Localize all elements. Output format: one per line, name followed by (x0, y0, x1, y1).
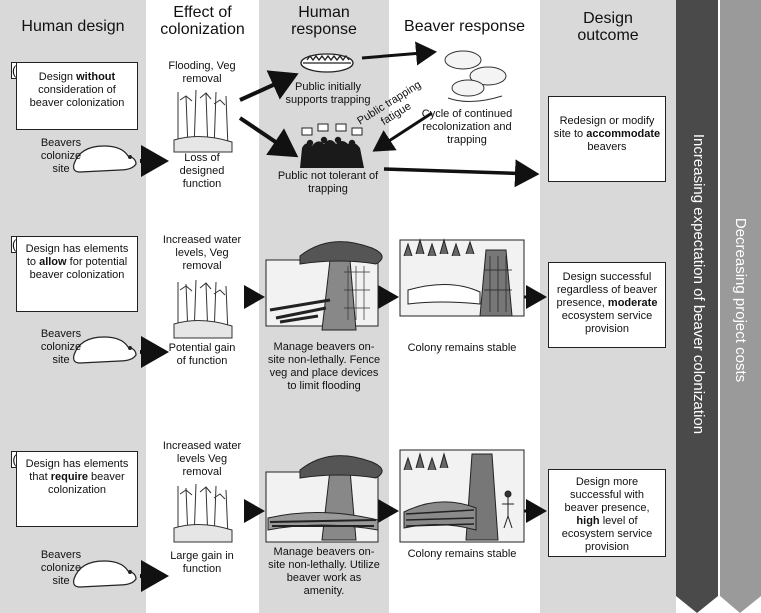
row-b-outcome-bold: moderate (607, 297, 658, 309)
header-effect-line2: colonization (160, 21, 245, 38)
header-design-outcome-line2: outcome (577, 27, 639, 44)
header-effect: Effect of colonization (146, 4, 259, 38)
trap-icon (300, 53, 354, 73)
row-a-outcome-post: beavers (587, 141, 627, 153)
arrow-a-effect-to-supports (239, 70, 299, 102)
scene-c-human (265, 455, 383, 543)
row-a-effect-bottom: Loss of designed function (179, 152, 225, 190)
row-c-outcome-box: Design more successful with beaver prese… (548, 469, 666, 557)
row-a-cycle: Cycle of continued recolonization and tr… (421, 108, 513, 146)
row-a-beavers-colonize: Beavers colonize site (40, 137, 82, 175)
header-human-design: Human design (0, 18, 146, 35)
row-b-beaver-text: Colony remains stable (407, 342, 517, 354)
scene-b-beaver (399, 238, 525, 317)
row-a-design-bold: without (76, 71, 116, 83)
arrow-a-effect-to-not-tolerant (238, 116, 299, 158)
row-a-effect-top: Flooding, Veg removal (168, 60, 236, 85)
row-c-outcome-post: level of ecosystem service provision (561, 515, 653, 553)
scene-b-human (265, 241, 383, 331)
row-b-outcome-box: Design successful regardless of beaver p… (548, 262, 666, 348)
row-b-design-bold: allow (39, 256, 67, 268)
row-c-beavers-colonize: Beavers colonize site (40, 549, 82, 587)
row-c-design-post: beaver colonization (47, 471, 125, 496)
band-expectation-label: Increasing expectation of beaver coloniz… (690, 133, 707, 435)
protesters-icon (300, 123, 364, 168)
row-b-beavers-colonize: Beavers colonize site (40, 328, 82, 366)
row-c-effect-top: Increased water levels Veg removal (162, 440, 242, 478)
beaver-icon-c (73, 560, 137, 588)
header-human-response: Human response (259, 4, 389, 38)
header-human-response-line2: response (291, 21, 357, 38)
header-effect-line1: Effect of (173, 4, 232, 21)
header-beaver-response: Beaver response (389, 18, 540, 35)
beavers-group-icon (444, 50, 507, 102)
effect-sketch-a (173, 89, 233, 153)
row-b-outcome-post: ecosystem service provision (561, 310, 653, 335)
effect-sketch-c (173, 483, 233, 543)
row-c-outcome-bold: high (576, 515, 600, 527)
row-a-design-post: consideration of beaver colonization (29, 84, 125, 109)
arrow-a-cycle-to-not-tolerant (372, 111, 433, 152)
row-a-public-not-tolerant: Public not tolerant of trapping (277, 170, 379, 195)
row-c-outcome-pre: Design more successful with beaver prese… (564, 476, 650, 514)
header-beaver-response-text: Beaver response (404, 18, 525, 35)
row-b-effect-top: Increased water levels, Veg removal (162, 234, 242, 272)
header-human-design-text: Human design (21, 18, 125, 35)
row-b-design-pre: Design has elements to (25, 243, 129, 268)
row-a-design-pre: Design (38, 71, 77, 83)
row-a-outcome-box: Redesign or modify site to accommodate b… (548, 96, 666, 182)
row-c-design-box: Design has elements that require beaver … (16, 451, 138, 527)
scene-c-beaver (399, 449, 525, 543)
row-a-outcome-bold: accommodate (586, 128, 661, 140)
row-c-human-text: Manage beavers on-site non-lethally. Uti… (268, 546, 380, 597)
header-design-outcome-line1: Design (583, 10, 633, 27)
row-c-effect-bottom: Large gain in function (170, 550, 234, 575)
row-c-design-pre: Design has elements that (25, 458, 129, 483)
row-b-design-box: Design has elements to allow for potenti… (16, 236, 138, 312)
header-design-outcome: Design outcome (540, 10, 676, 44)
effect-sketch-b (173, 279, 233, 339)
arrow-a-supports-to-beaver (361, 41, 437, 66)
row-c-design-bold: require (50, 471, 88, 483)
header-human-response-line1: Human (298, 4, 350, 21)
row-a-outcome-pre: Redesign or modify site to (553, 115, 655, 140)
beaver-icon-a (73, 145, 137, 173)
costs-band (720, 0, 761, 613)
band-costs-label: Decreasing project costs (732, 217, 749, 383)
beaver-icon-b (73, 336, 137, 364)
row-a-design-box: Design without consideration of beaver c… (16, 62, 138, 130)
arrow-a-to-outcome (383, 159, 540, 188)
expectation-band (676, 0, 718, 613)
row-b-human-text: Manage beavers on-site non-lethally. Fen… (267, 341, 381, 392)
row-c-beaver-text: Colony remains stable (407, 548, 517, 560)
row-b-design-post: for potential beaver colonization (29, 256, 128, 281)
row-b-outcome-pre: Design successful regardless of beaver p… (556, 271, 658, 309)
row-b-effect-bottom: Potential gain of function (168, 342, 236, 367)
row-a-public-supports: Public initially supports trapping (285, 81, 371, 106)
